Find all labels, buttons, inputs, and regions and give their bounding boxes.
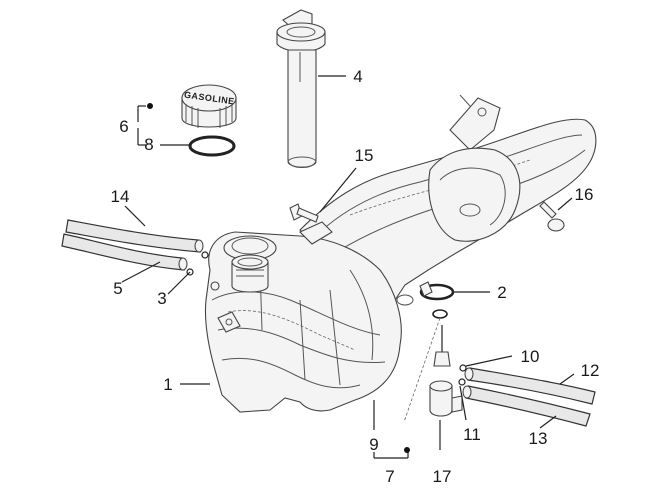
part-label-2: 2 — [497, 283, 506, 302]
part-label-9: 9 — [369, 435, 378, 454]
hose-clip-3a[interactable] — [201, 251, 209, 259]
hose-clip-3b[interactable] — [186, 268, 194, 276]
part-label-17: 17 — [433, 467, 452, 486]
part-label-7: 7 — [385, 467, 394, 486]
fuel-cap[interactable]: GASOLINE — [181, 84, 237, 128]
leader-lines — [121, 75, 575, 459]
part-label-5: 5 — [113, 279, 122, 298]
part-label-15: 15 — [355, 146, 374, 165]
fuel-pump-17[interactable] — [429, 325, 463, 417]
fuel-level-sender[interactable] — [276, 9, 326, 169]
hose-clamp-2[interactable] — [419, 281, 455, 301]
part-label-13: 13 — [529, 429, 548, 448]
part-label-4: 4 — [353, 67, 362, 86]
part-label-1: 1 — [163, 375, 172, 394]
part-label-16: 16 — [575, 185, 594, 204]
part-label-12: 12 — [581, 361, 600, 380]
part-label-3: 3 — [157, 289, 166, 308]
part-label-14: 14 — [111, 187, 130, 206]
bullet-7 — [404, 447, 410, 453]
part-labels: 1 2 3 4 5 6 7 8 9 10 11 12 13 14 15 16 1… — [111, 67, 600, 486]
breather-hose-14[interactable] — [65, 219, 204, 253]
hose-clip-11[interactable] — [458, 378, 466, 386]
bolt-15[interactable] — [289, 203, 319, 223]
part-label-11: 11 — [463, 425, 481, 444]
part-label-6: 6 — [119, 117, 128, 136]
fuel-tank[interactable] — [204, 94, 597, 413]
bolt-16[interactable] — [539, 201, 565, 232]
pump-seal-9[interactable] — [432, 309, 448, 319]
bullet-6 — [147, 103, 153, 109]
part-label-8: 8 — [144, 135, 153, 154]
hose-clip-10[interactable] — [459, 364, 467, 372]
part-label-10: 10 — [521, 347, 540, 366]
fuel-hose-12[interactable] — [464, 367, 596, 405]
fuel-hose-13[interactable] — [462, 385, 591, 427]
cap-o-ring[interactable] — [188, 135, 236, 157]
breather-hose-5[interactable] — [61, 233, 188, 271]
